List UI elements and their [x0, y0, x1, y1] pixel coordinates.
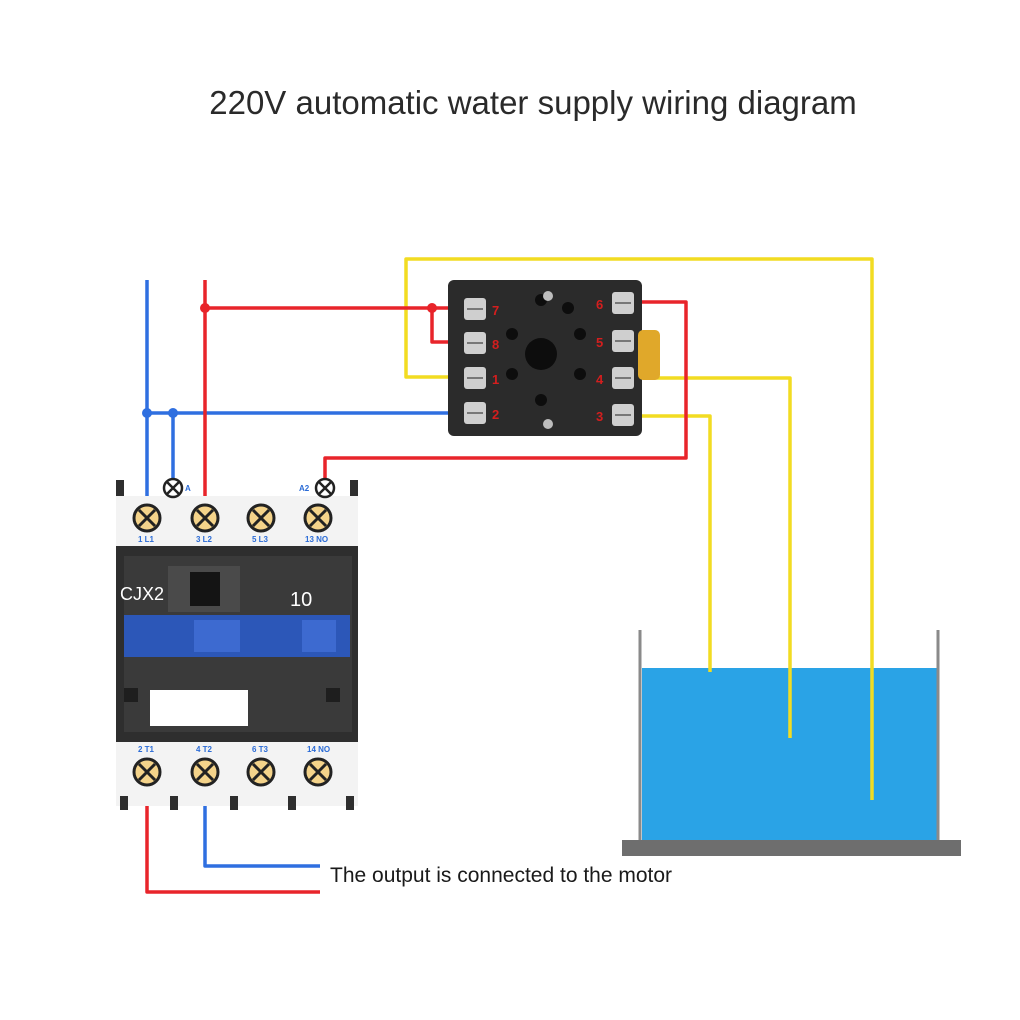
relay-pin-hole	[574, 328, 586, 340]
relay-mount-hole	[543, 291, 553, 301]
relay-pin-label: 8	[492, 337, 499, 352]
relay-screw	[464, 298, 486, 320]
relay-pin-label: 5	[596, 335, 603, 350]
contactor-tab	[116, 480, 124, 496]
relay-pin-hole	[506, 368, 518, 380]
relay-screw	[612, 367, 634, 389]
contactor-model: CJX2	[120, 584, 164, 604]
contactor-knob	[124, 688, 138, 702]
terminal-label: 13 NO	[305, 535, 328, 544]
relay-pin-label: 6	[596, 297, 603, 312]
relay-screw	[464, 402, 486, 424]
relay-screw	[612, 292, 634, 314]
relay-pin-hole	[535, 394, 547, 406]
coil-label-a2: A2	[299, 484, 310, 493]
coil-terminal-a2: A2	[299, 477, 336, 499]
terminal-label: 14 NO	[307, 745, 330, 754]
relay-screw	[612, 330, 634, 352]
relay-center-hole	[525, 338, 557, 370]
contactor-window-inner	[190, 572, 220, 606]
tank-base	[622, 840, 961, 856]
terminal-label: 3 L2	[196, 535, 213, 544]
coil-terminal-a: A	[162, 477, 191, 499]
contactor-foot	[120, 796, 128, 810]
contactor-slider-block	[302, 620, 336, 652]
relay-pin-hole	[574, 368, 586, 380]
contactor-knob	[326, 688, 340, 702]
terminal-screw-icon	[246, 503, 276, 533]
contactor-nameplate	[150, 690, 248, 726]
contactor-rating: 10	[290, 589, 312, 611]
junction-dot	[142, 408, 152, 418]
probe-wire-medium	[630, 376, 792, 738]
junction-dot	[427, 303, 437, 313]
junction-dot	[200, 303, 210, 313]
terminal-label: 1 L1	[138, 535, 155, 544]
contactor-foot	[170, 796, 178, 810]
motor-live-wire	[145, 772, 320, 894]
relay-pin-label: 4	[596, 372, 604, 387]
relay-screw	[464, 367, 486, 389]
contactor-tab	[350, 480, 358, 496]
probe-wire-short	[630, 414, 712, 672]
terminal-screw-icon	[303, 503, 333, 533]
terminal-label: 2 T1	[138, 745, 155, 754]
diagram-title: 220V automatic water supply wiring diagr…	[209, 84, 857, 121]
junction-dot	[168, 408, 178, 418]
terminal-screw-icon	[246, 757, 276, 787]
terminal-screw-icon	[190, 503, 220, 533]
terminal-screw-icon	[132, 503, 162, 533]
terminal-screw-icon	[303, 757, 333, 787]
terminal-label: 6 T3	[252, 745, 269, 754]
relay-screw	[612, 404, 634, 426]
probe-wires	[404, 257, 874, 800]
terminal-label: 4 T2	[196, 745, 213, 754]
relay-pin-label: 2	[492, 407, 499, 422]
probe-wire-long	[404, 257, 874, 800]
relay-pin-hole	[506, 328, 518, 340]
terminal-screw-icon	[132, 757, 162, 787]
terminal-screw-icon	[190, 757, 220, 787]
relay-pin-label: 1	[492, 372, 499, 387]
bottom-terminals: 2 T1 4 T2 6 T3 14 NO	[132, 745, 333, 787]
contactor-foot	[230, 796, 238, 810]
relay-pin-label: 7	[492, 303, 499, 318]
contactor-foot	[346, 796, 354, 810]
terminal-label: 5 L3	[252, 535, 269, 544]
relay-pin6-to-coil-a2	[323, 300, 688, 488]
relay-mount-hole	[543, 419, 553, 429]
contactor-slider-block	[194, 620, 240, 652]
coil-label-a: A	[185, 484, 191, 493]
relay-screw	[464, 332, 486, 354]
top-terminals: 1 L1 3 L2 5 L3 13 NO	[132, 503, 333, 544]
relay-clip	[638, 330, 660, 380]
relay-pin-label: 3	[596, 409, 603, 424]
contactor-foot	[288, 796, 296, 810]
motor-output-caption: The output is connected to the motor	[330, 864, 673, 887]
level-relay-socket: 7 8 1 2 6 5 4 3	[448, 280, 660, 436]
relay-pin-hole	[562, 302, 574, 314]
neutral-wires	[142, 280, 475, 868]
